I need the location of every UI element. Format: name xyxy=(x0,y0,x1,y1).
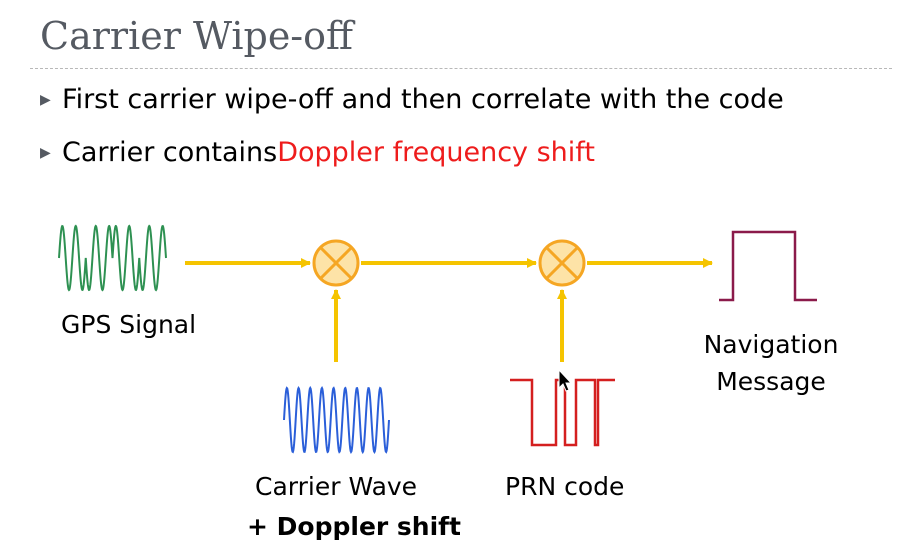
carrier-wave-label: Carrier Wave xyxy=(255,472,418,501)
gps-signal-waveform-icon xyxy=(58,224,167,292)
mouse-cursor-icon xyxy=(558,368,573,392)
bullet-item: ▶ First carrier wipe-off and then correl… xyxy=(40,84,784,115)
gps-signal-label: GPS Signal xyxy=(61,310,197,339)
bullet-arrow-icon: ▶ xyxy=(40,144,51,161)
navigation-message-waveform-icon xyxy=(719,230,817,302)
carrier-waveform-icon xyxy=(283,385,390,455)
bullet-text: First carrier wipe-off and then correlat… xyxy=(62,84,784,115)
prn-code-label: PRN code xyxy=(505,472,625,501)
bullet-text: Carrier contains xyxy=(62,137,278,168)
prn-code-waveform-icon xyxy=(510,378,615,447)
navigation-message-label: Navigation Message xyxy=(686,326,856,400)
bullet-item: ▶ Carrier contains Doppler frequency shi… xyxy=(40,137,595,168)
mixer-1-icon xyxy=(312,239,360,287)
bullet-arrow-icon: ▶ xyxy=(40,91,51,108)
navigation-label-line-1: Navigation xyxy=(703,330,839,359)
bullet-highlight-text: Doppler frequency shift xyxy=(277,137,595,168)
mixer-2-icon xyxy=(538,239,586,287)
slide-title: Carrier Wipe-off xyxy=(40,14,354,58)
navigation-label-line-2: Message xyxy=(716,367,826,396)
title-divider xyxy=(30,68,892,69)
doppler-shift-label: + Doppler shift xyxy=(247,512,462,541)
